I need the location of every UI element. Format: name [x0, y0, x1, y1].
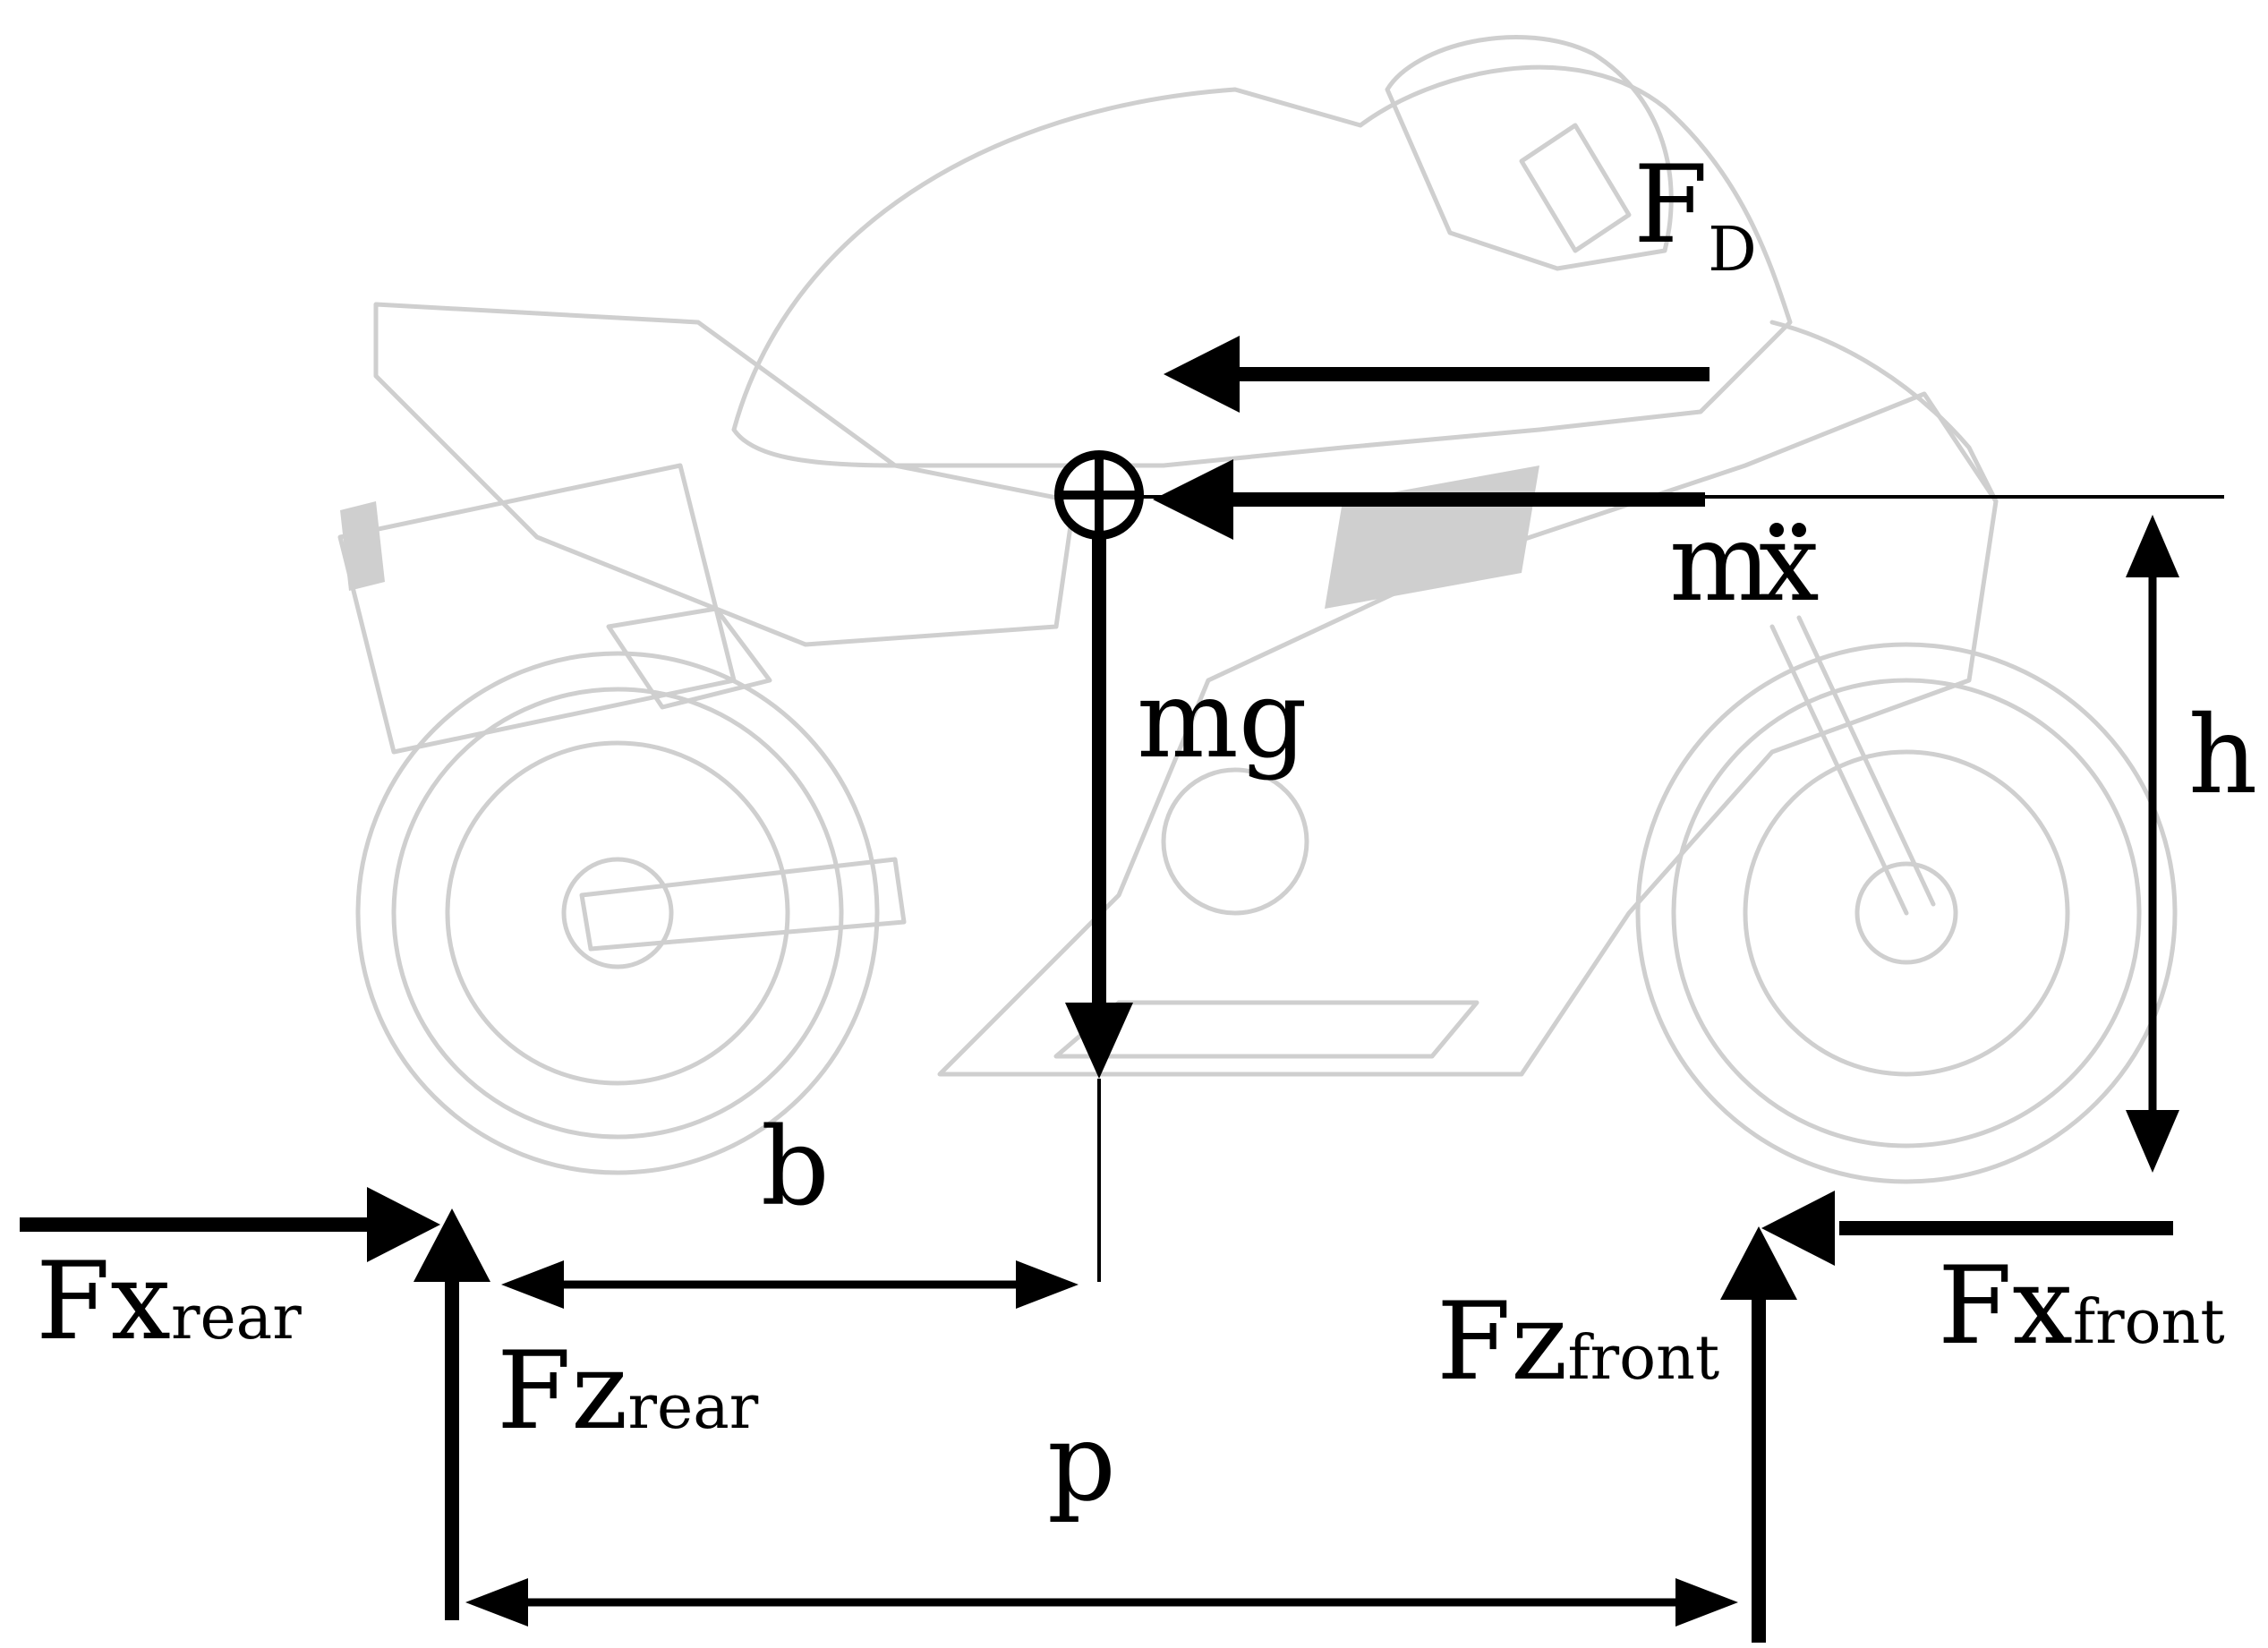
- inertia-force-arrow: [1153, 459, 1705, 540]
- svg-text:m: m: [1669, 501, 1771, 626]
- fx-rear-arrow: [20, 1187, 440, 1262]
- fx-rear-label: Fxrear: [36, 1240, 302, 1364]
- rear-wheel: [355, 651, 880, 1175]
- height-dimension: [2126, 515, 2179, 1173]
- front-fork: [1769, 615, 1936, 916]
- wheelbase-label: p: [1047, 1401, 1116, 1525]
- height-label: h: [2188, 694, 2257, 818]
- fz-rear-arrow: [414, 1208, 490, 1620]
- fx-front-arrow: [1761, 1191, 2173, 1266]
- double-dot-accent: [1769, 523, 1784, 537]
- drag-force-label: FD: [1633, 143, 1757, 286]
- fz-front-label: Fzfront: [1437, 1280, 1719, 1405]
- swingarm: [579, 857, 907, 952]
- motorcycle-sketch: [337, 35, 2178, 1184]
- cog-distance-dimension: [501, 1260, 1079, 1309]
- rider: [731, 64, 1793, 468]
- front-wheel: [1635, 642, 2178, 1184]
- gravity-arrow: [1065, 535, 1133, 1282]
- wheelbase-dimension: [465, 1578, 1738, 1627]
- fz-rear-label: Fzrear: [497, 1329, 759, 1454]
- gravity-label: mg: [1137, 658, 1308, 782]
- fx-front-label: Fxfront: [1938, 1244, 2225, 1369]
- svg-text:x: x: [1759, 501, 1820, 626]
- drag-force-arrow: [1164, 336, 1710, 413]
- center-of-gravity-symbol: [1054, 450, 1144, 540]
- fairing: [937, 391, 1999, 1077]
- exhaust: [337, 463, 737, 755]
- fz-front-arrow: [1720, 1226, 1797, 1643]
- cog-distance-label: b: [761, 1106, 830, 1230]
- tail-section: [373, 302, 1077, 647]
- inertia-force-label: m x: [1669, 501, 1820, 626]
